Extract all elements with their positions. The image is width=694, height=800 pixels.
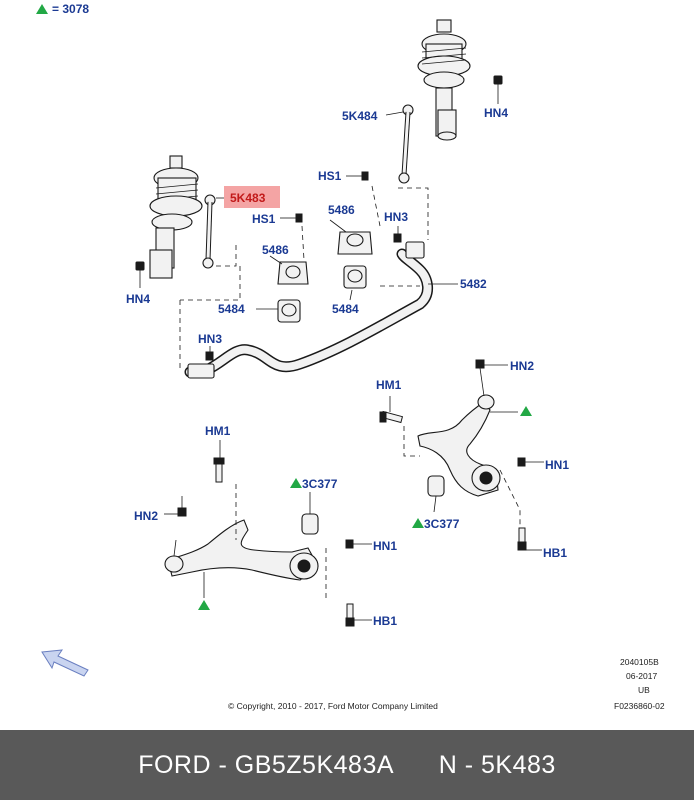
lower-arm-left: [164, 513, 319, 581]
footer-part-number: FORD - GB5Z5K483A: [138, 750, 395, 779]
label-hn4-top: HN4: [484, 106, 508, 120]
label-bushing-3c377-left: 3C377: [302, 477, 338, 491]
label-hn4-left: HN4: [126, 292, 150, 306]
label-hb1-left: HB1: [373, 614, 397, 628]
label-hn2-right: HN2: [510, 359, 534, 373]
nut-hs1-top: [346, 171, 369, 181]
label-hm1-right: HM1: [376, 378, 402, 392]
bolt-hb1-left: [345, 603, 372, 627]
nut-hn4-top: [493, 75, 503, 104]
bushing-5486-right: [337, 231, 373, 255]
copyright-text: © Copyright, 2010 - 2017, Ford Motor Com…: [228, 701, 438, 711]
label-bushing-5486-right: 5486: [328, 203, 355, 217]
label-hs1-top: HS1: [318, 169, 342, 183]
nut-hn1-left: [345, 539, 372, 549]
label-bushing-5486-left: 5486: [262, 243, 289, 257]
clamp-5484-right: [343, 265, 367, 289]
label-hn3-left: HN3: [198, 332, 222, 346]
green-triangle-icon: [520, 406, 532, 416]
green-triangle-icon: [290, 478, 302, 488]
label-hm1-left: HM1: [205, 424, 231, 438]
meta-region: UB: [638, 685, 650, 695]
label-clamp-5484-right: 5484: [332, 302, 359, 316]
nut-hn3-right: [393, 226, 402, 243]
bolt-hm1-right: [379, 396, 404, 424]
footer-reference: N - 5K483: [438, 750, 556, 779]
label-clamp-5484-left: 5484: [218, 302, 245, 316]
meta-figure-id: F0236860-02: [614, 701, 665, 711]
nut-hn1-right: [517, 457, 544, 467]
green-triangle-icon: [36, 4, 48, 14]
nut-hn3-left: [205, 346, 214, 361]
link-5k483: [202, 194, 224, 269]
strut-left: [149, 155, 203, 279]
part-number-footer: FORD - GB5Z5K483A N - 5K483: [0, 730, 694, 800]
nut-hn2-right: [475, 359, 508, 397]
label-hn2-left: HN2: [134, 509, 158, 523]
label-hn3-right: HN3: [384, 210, 408, 224]
label-hn1-right: HN1: [545, 458, 569, 472]
label-link-5k483: 5K483: [230, 191, 266, 205]
label-hs1-mid: HS1: [252, 212, 276, 226]
label-hb1-right: HB1: [543, 546, 567, 560]
nut-hn4-left: [135, 261, 145, 288]
strut-right: [417, 19, 471, 141]
green-triangle-icon: [412, 518, 424, 528]
bolt-hb1-right: [517, 527, 542, 551]
bolt-hm1-left: [213, 440, 225, 483]
label-hn1-left: HN1: [373, 539, 397, 553]
label-link-5k484: 5K484: [342, 109, 378, 123]
meta-code: 2040105B: [620, 657, 659, 667]
clamp-5484-left: [277, 299, 301, 323]
highlight-5k483: [224, 186, 280, 208]
legend-value: = 3078: [52, 2, 89, 16]
lower-arm-right: [417, 394, 501, 497]
bushing-5486-left: [277, 261, 309, 285]
parts-diagram: = 3078 HN4 5K484 HS1: [36, 2, 665, 711]
direction-arrow-icon: [41, 649, 89, 677]
stabilizer-bar-5482: [184, 241, 433, 379]
nut-hn2-left: [164, 496, 187, 557]
label-bushing-3c377-right: 3C377: [424, 517, 460, 531]
meta-date: 06-2017: [626, 671, 657, 681]
green-triangle-icon: [198, 600, 210, 610]
link-5k484: [385, 104, 414, 184]
label-stabilizer-bar-5482: 5482: [460, 277, 487, 291]
nut-hs1-mid: [280, 213, 303, 223]
